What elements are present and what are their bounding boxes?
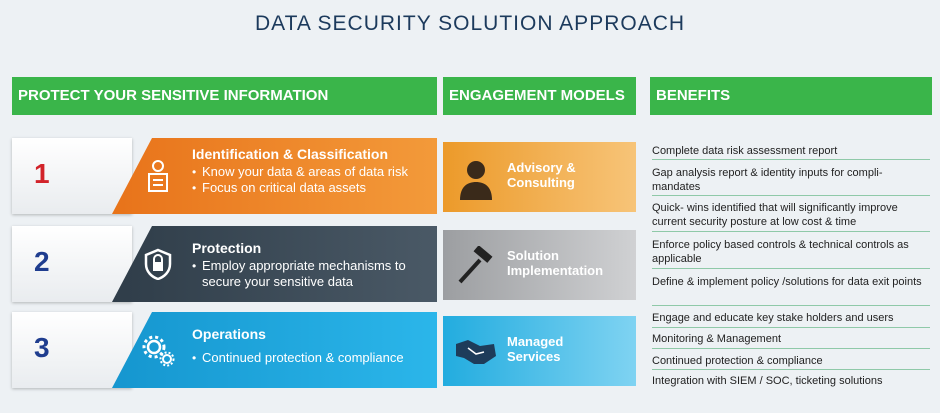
benefit-item: Monitoring & Management [652,333,782,345]
header-protect: PROTECT YOUR SENSITIVE INFORMATION [12,77,437,115]
benefit-item: Continued protection & compliance [652,355,823,367]
benefit-item: Engage and educate key stake holders and… [652,312,894,324]
step-row-3: 3 Operations Continued protection & comp… [12,312,437,388]
engagement-label: Managed [507,334,564,349]
engagement-label: Advisory & [507,160,576,175]
step-title: Identification & Classification [192,146,389,162]
engagement-label: Implementation [507,263,604,278]
step-number: 1 [34,158,50,189]
gears-icon [138,330,178,370]
step-bullet: Continued protection & compliance [192,350,437,366]
shield-lock-icon [138,244,178,284]
consultant-icon [451,154,501,202]
step-row-2: 2 Protection Employ appropriate mechanis… [12,226,437,302]
checklist-person-icon [138,156,178,196]
step-row-1: 1 Identification & Classification Know y… [12,138,437,214]
step-number-box: 2 [12,226,132,302]
benefit-item: Gap analysis report & identity inputs fo… [652,167,883,193]
step-number-box: 3 [12,312,132,388]
step-title: Operations [192,326,266,342]
handshake-icon [451,328,501,376]
engagement-advisory: Advisory &Consulting [443,142,636,212]
hammer-icon [451,242,501,290]
engagement-label: Consulting [507,175,575,190]
header-engagement: ENGAGEMENT MODELS [443,77,636,115]
step-number: 3 [34,332,50,363]
step-number: 2 [34,246,50,277]
benefit-item: Complete data risk assessment report [652,145,838,157]
page-title: DATA SECURITY SOLUTION APPROACH [254,12,686,35]
step-number-box: 1 [12,138,132,214]
step-bullet: Know your data & areas of data risk [192,164,437,180]
benefit-item: Quick- wins identified that will signifi… [652,202,898,228]
step-title: Protection [192,240,262,256]
engagement-label: Solution [507,248,559,263]
step-bullet: Employ appropriate mechanisms to secure … [192,258,437,290]
benefit-item: Integration with SIEM / SOC, ticketing s… [652,375,883,387]
step-bullet: Focus on critical data assets [192,180,437,196]
benefit-item: Enforce policy based controls & technica… [652,239,909,265]
benefit-item: Define & implement policy /solutions for… [652,276,922,288]
header-benefits: BENEFITS [650,77,932,115]
engagement-label: Services [507,349,561,364]
